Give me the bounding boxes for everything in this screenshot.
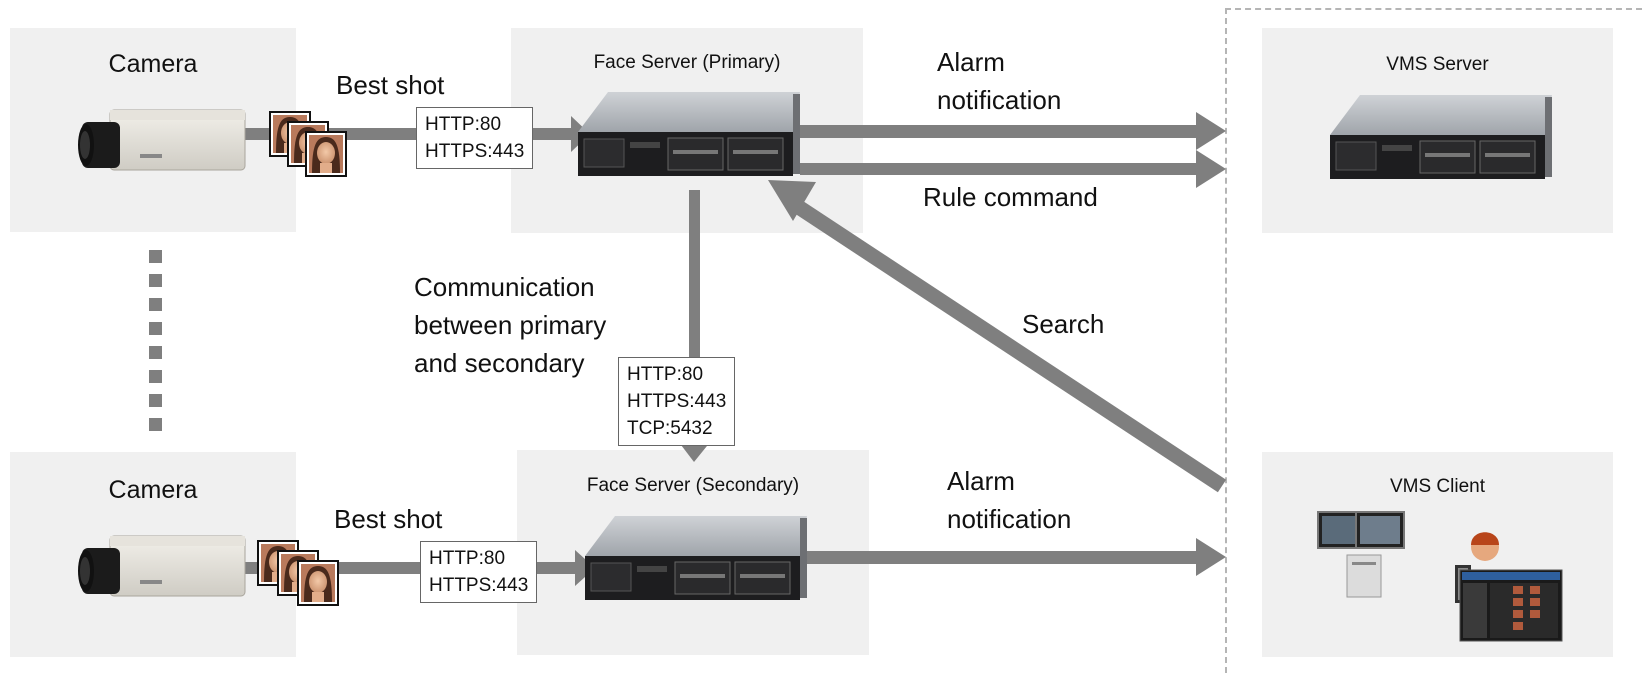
port-line: HTTP:80 bbox=[429, 548, 506, 569]
face-primary-ports-box: HTTP:80 HTTPS:443 bbox=[416, 107, 534, 169]
camera-icon bbox=[77, 109, 246, 171]
rack-server-icon bbox=[577, 91, 801, 177]
camera-ellipsis-dot bbox=[149, 250, 162, 263]
port-line: TCP:5432 bbox=[627, 418, 713, 439]
best-shot-label-bottom: Best shot bbox=[334, 504, 443, 534]
rack-server-icon bbox=[1329, 94, 1553, 180]
vms-client-workstation-icon bbox=[1317, 511, 1563, 642]
camera-ellipsis-dot bbox=[149, 370, 162, 383]
port-line: HTTPS:443 bbox=[429, 575, 529, 596]
face-image-stack-icon bbox=[269, 111, 347, 177]
port-line: HTTPS:443 bbox=[425, 141, 525, 162]
label-line: notification bbox=[937, 85, 1062, 115]
camera-icon bbox=[77, 535, 246, 597]
search-arrow bbox=[795, 201, 1227, 493]
alarm-arrow-secondary bbox=[800, 551, 1200, 564]
face-image-stack-icon bbox=[257, 540, 339, 606]
label-line: between primary bbox=[414, 310, 607, 340]
inter-server-label: Communication between primary and second… bbox=[414, 268, 606, 382]
camera-ellipsis-dot bbox=[149, 322, 162, 335]
camera-top-title: Camera bbox=[108, 50, 198, 78]
face-server-secondary-title: Face Server (Secondary) bbox=[586, 475, 800, 496]
alarm-arrow-primary bbox=[800, 125, 1200, 138]
camera-ellipsis-dot bbox=[149, 418, 162, 431]
port-line: HTTPS:443 bbox=[627, 391, 727, 412]
search-label: Search bbox=[1022, 309, 1105, 339]
label-line: Alarm bbox=[947, 466, 1015, 496]
rule-command-arrow bbox=[800, 163, 1200, 175]
camera-bottom-title: Camera bbox=[108, 476, 198, 504]
face-server-primary-title: Face Server (Primary) bbox=[593, 52, 781, 73]
camera-ellipsis-dot bbox=[149, 346, 162, 359]
network-boundary-top bbox=[1225, 8, 1642, 10]
rule-command-label: Rule command bbox=[923, 182, 1098, 212]
label-line: notification bbox=[947, 504, 1072, 534]
inter-server-arrow bbox=[689, 190, 700, 445]
camera-ellipsis-dot bbox=[149, 274, 162, 287]
camera-ellipsis-dot bbox=[149, 394, 162, 407]
port-line: HTTP:80 bbox=[425, 114, 502, 135]
port-line: HTTP:80 bbox=[627, 364, 704, 385]
label-line: Alarm bbox=[937, 47, 1005, 77]
vms-client-title: VMS Client bbox=[1389, 476, 1486, 497]
rack-server-icon bbox=[584, 515, 808, 601]
camera-ellipsis-dot bbox=[149, 298, 162, 311]
face-secondary-ports-box: HTTP:80 HTTPS:443 bbox=[420, 541, 538, 603]
camera-bottom-box: Camera bbox=[10, 452, 296, 657]
alarm-notification-primary-label: Alarm notification bbox=[937, 43, 1061, 119]
inter-server-ports-box: HTTP:80 HTTPS:443 TCP:5432 bbox=[618, 357, 736, 446]
vms-server-title: VMS Server bbox=[1386, 54, 1489, 75]
label-line: and secondary bbox=[414, 348, 585, 378]
label-line: Communication bbox=[414, 272, 595, 302]
best-shot-label-top: Best shot bbox=[336, 70, 445, 100]
alarm-notification-secondary-label: Alarm notification bbox=[947, 462, 1071, 538]
network-boundary-vertical bbox=[1225, 8, 1227, 673]
